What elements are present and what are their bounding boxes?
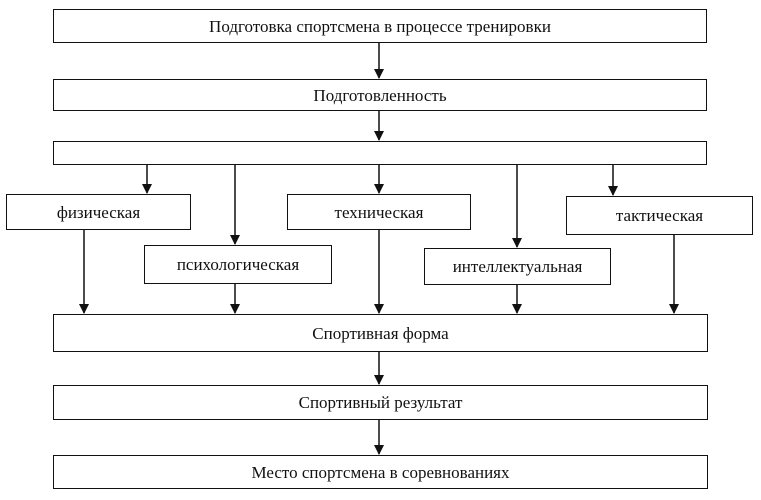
node-training: Подготовка спортсмена в процессе трениро… (53, 9, 707, 43)
node-technical: техническая (287, 194, 471, 230)
node-place: Место спортсмена в соревнованиях (53, 455, 708, 489)
node-physical: физическая (6, 194, 191, 230)
node-tactical: тактическая (566, 196, 753, 235)
node-psychological: психологическая (144, 245, 332, 284)
node-form: Спортивная форма (53, 314, 708, 352)
node-readiness: Подготовленность (53, 79, 707, 111)
node-distributor (53, 141, 707, 165)
node-result: Спортивный результат (53, 385, 708, 420)
node-intellectual: интеллектуальная (424, 248, 611, 285)
